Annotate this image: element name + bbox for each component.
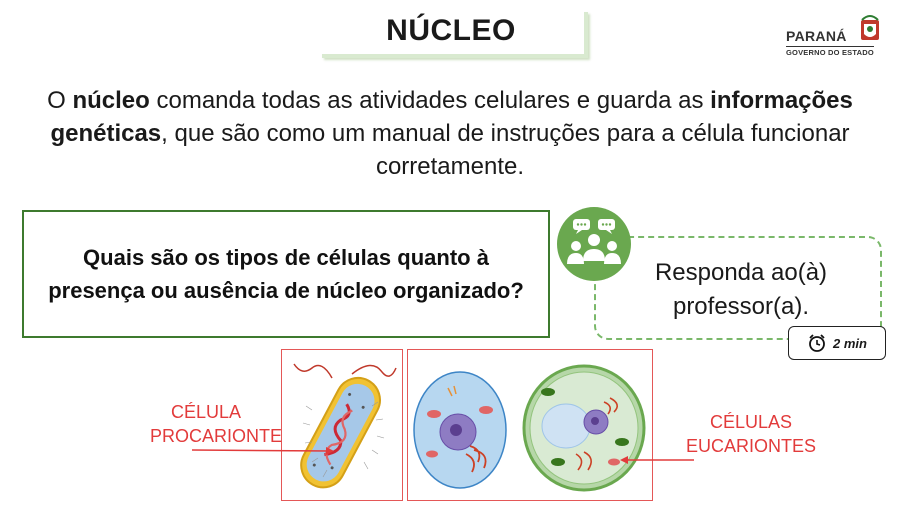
logo-subtitle: GOVERNO DO ESTADO [786, 46, 874, 57]
arrow-eucariontes [620, 456, 694, 464]
question-text: Quais são os tipos de células quanto à p… [48, 245, 524, 303]
coat-of-arms-icon [861, 15, 879, 40]
timer-label: 2 min [833, 335, 867, 351]
intro-paragraph: O núcleo comanda todas as atividades cel… [10, 84, 890, 183]
eukaryote-image-frame [407, 349, 653, 501]
title-box: NÚCLEO [318, 8, 584, 54]
animal-cell-illustration [413, 371, 507, 489]
label-procarionte-line1: CÉLULA [170, 402, 242, 422]
answer-prompt: Responda ao(à) professor(a). [654, 259, 828, 320]
label-procarionte: CÉLULA PROCARIONTE [150, 400, 283, 448]
alarm-clock-icon [809, 334, 825, 352]
page-title: NÚCLEO [386, 14, 516, 47]
prokaryote-image-frame [281, 349, 403, 501]
label-procarionte-line2: PROCARIONTE [150, 426, 283, 446]
eukaryotic-cells-illustration [413, 364, 646, 492]
label-eucariontes: CÉLULAS EUCARIONTES [682, 410, 820, 458]
intro-text-2: comanda todas as atividades celulares e … [149, 87, 711, 114]
intro-text-3: , que são como um manual de instruções p… [161, 120, 850, 180]
arrow-procarionte [191, 447, 334, 455]
label-eucariontes-line2: EUCARIONTES [685, 436, 817, 456]
intro-bold-1: núcleo [72, 87, 150, 114]
plant-cell-illustration [522, 364, 646, 492]
group-discussion-icon [557, 207, 631, 281]
timer-badge: 2 min [788, 326, 886, 360]
logo-name: PARANÁ [786, 28, 847, 44]
intro-text-1: O [47, 87, 73, 114]
answer-dashed-box [594, 236, 882, 340]
label-eucariontes-line1: CÉLULAS [709, 412, 793, 432]
intro-bold-2: informações genéticas [50, 87, 853, 147]
parana-logo: PARANÁ GOVERNO DO ESTADO [786, 12, 886, 62]
question-box: Quais são os tipos de células quanto à p… [22, 210, 550, 338]
prokaryotic-cell-illustration [293, 363, 397, 489]
